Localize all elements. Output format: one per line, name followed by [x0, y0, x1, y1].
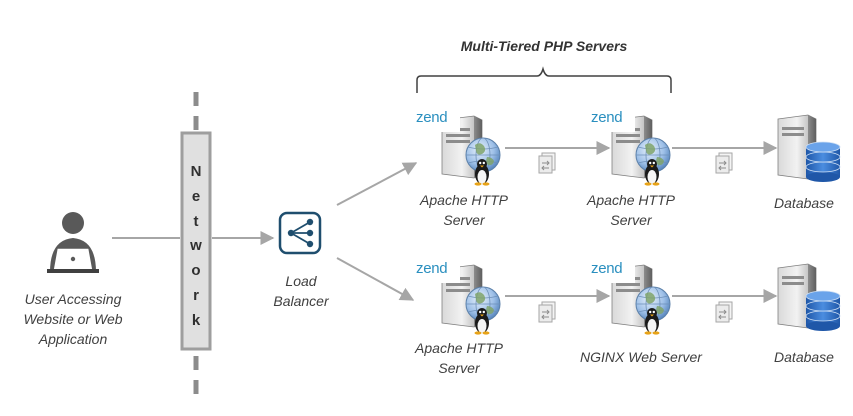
- network-letter: w: [190, 237, 202, 254]
- database-top-icon: [777, 114, 841, 183]
- diagram-title: Multi-Tiered PHP Servers: [460, 38, 628, 54]
- load-balancer-icon: [278, 211, 322, 255]
- tier-bracket: [416, 66, 672, 93]
- top-server1-label: Apache HTTP Server: [420, 192, 508, 228]
- network-letter: o: [191, 262, 201, 279]
- data-transfer-icon: [538, 301, 556, 323]
- database-bottom-icon: [777, 263, 841, 332]
- bottom-database-label: Database: [774, 349, 834, 365]
- data-transfer-icon: [715, 152, 733, 174]
- top-database-label: Database: [774, 195, 834, 211]
- bottom-server1-label: Apache HTTP Server: [415, 340, 503, 376]
- user-laptop-icon: [47, 212, 99, 273]
- network-letter: r: [193, 287, 199, 304]
- network-letter: e: [191, 188, 201, 205]
- top-server2-label: Apache HTTP Server: [587, 192, 675, 228]
- network-letter: N: [190, 163, 202, 180]
- zend-logo: zend: [591, 104, 635, 132]
- load-balancer-label: Load Balancer: [273, 273, 329, 309]
- arrow-lb-to-bottom: [336, 257, 415, 301]
- zend-logo: zend: [591, 255, 635, 283]
- zend-logo: zend: [416, 104, 460, 132]
- zend-logo: zend: [416, 255, 460, 283]
- network-letter: t: [193, 213, 199, 230]
- user-label: User Accessing Website or Web Applicatio…: [23, 291, 123, 347]
- data-transfer-icon: [538, 152, 556, 174]
- network-letter: k: [191, 312, 201, 329]
- data-transfer-icon: [715, 301, 733, 323]
- arrow-lb-to-top: [336, 162, 418, 206]
- network-bar: [180, 131, 212, 351]
- bottom-server2-label: NGINX Web Server: [580, 349, 702, 365]
